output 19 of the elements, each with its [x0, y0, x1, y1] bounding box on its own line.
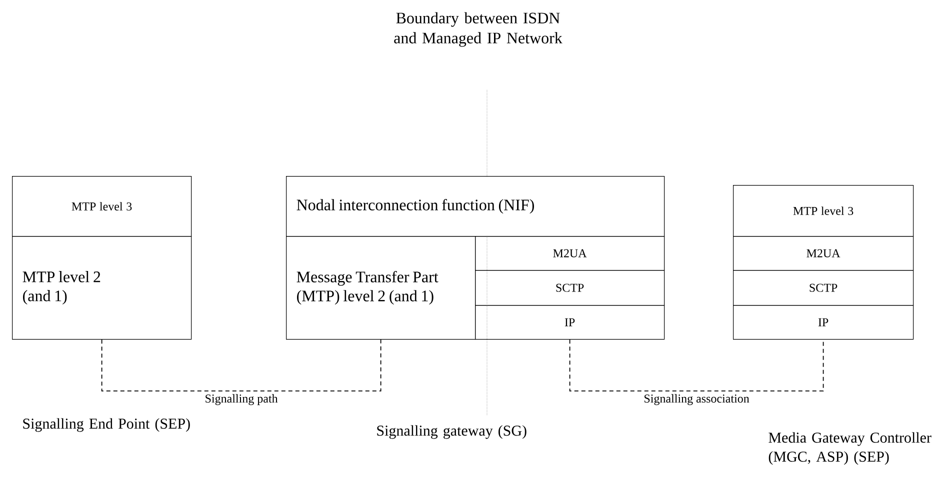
caption-text: Media Gateway Controller (MGC, ASP) (SEP) [768, 432, 932, 465]
layer-box: MTP level 2 (and 1) [12, 236, 192, 340]
layer-box: Nodal interconnection function (NIF) [286, 176, 665, 237]
edge-label: Signalling path [206, 394, 278, 406]
layer-box: M2UA [733, 236, 914, 271]
layer-box: IP [475, 304, 665, 340]
layer-box: SCTP [475, 270, 665, 306]
layer-box: MTP level 3 [733, 184, 914, 237]
connector-line [101, 339, 382, 392]
caption-text: Signalling gateway (SG) [377, 425, 526, 439]
layer-box: SCTP [733, 270, 914, 306]
layer-box: Message Transfer Part (MTP) level 2 (and 1) [286, 236, 476, 340]
layer-box: MTP level 3 [12, 176, 192, 237]
layer-box: IP [733, 304, 914, 340]
connector-line [569, 339, 824, 392]
edge-label: Signalling association [644, 394, 750, 406]
caption-text: Signalling End Point (SEP) [23, 418, 190, 432]
layer-box: M2UA [475, 236, 665, 271]
heading-text: Boundary between ISDN and Managed IP Network [394, 12, 562, 47]
